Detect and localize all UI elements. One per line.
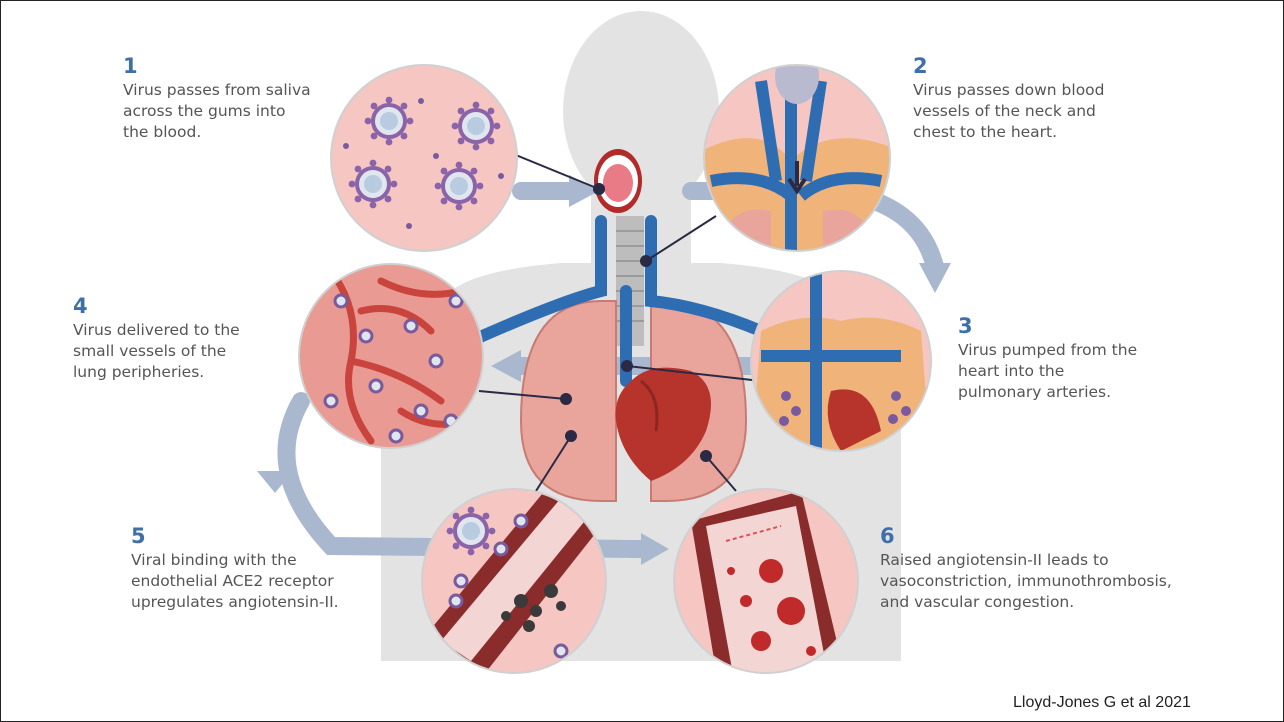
step-number: 6 — [880, 524, 1172, 548]
step-4-label: 4 Virus delivered to the small vessels o… — [73, 294, 240, 383]
step-text: Virus passes down blood vessels of the n… — [913, 80, 1105, 143]
step-number: 2 — [913, 54, 1105, 78]
step-number: 3 — [958, 314, 1137, 338]
step-text: Viral binding with the endothelial ACE2 … — [131, 550, 339, 613]
citation: Lloyd-Jones G et al 2021 — [1013, 694, 1191, 712]
step-number: 1 — [123, 54, 311, 78]
step-text: Virus delivered to the small vessels of … — [73, 320, 240, 383]
step-text: Virus passes from saliva across the gums… — [123, 80, 311, 143]
step-text: Raised angiotensin-II leads to vasoconst… — [880, 550, 1172, 613]
step-1-label: 1 Virus passes from saliva across the gu… — [123, 54, 311, 143]
step-number: 4 — [73, 294, 240, 318]
step-2-label: 2 Virus passes down blood vessels of the… — [913, 54, 1105, 143]
detail-circle-6 — [674, 489, 858, 701]
step-5-label: 5 Viral binding with the endothelial ACE… — [131, 524, 339, 613]
step-3-label: 3 Virus pumped from the heart into the p… — [958, 314, 1137, 403]
step-6-label: 6 Raised angiotensin-II leads to vasocon… — [880, 524, 1172, 613]
detail-circle-2 — [701, 48, 901, 261]
step-number: 5 — [131, 524, 339, 548]
step-text: Virus pumped from the heart into the pul… — [958, 340, 1137, 403]
